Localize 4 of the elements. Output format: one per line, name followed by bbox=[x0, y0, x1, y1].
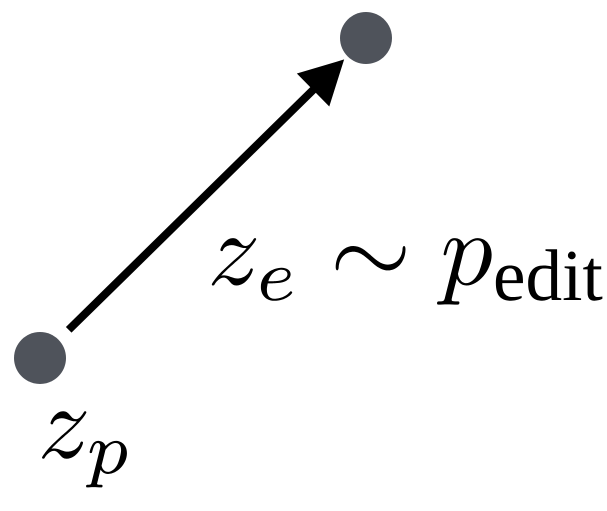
dot bbox=[340, 12, 392, 64]
point-label: $z_p$ bbox=[42, 411, 127, 488]
dot bbox=[14, 332, 66, 384]
edge-label: $z_e \sim p_{\mathrm{edit}}$ bbox=[212, 238, 602, 305]
